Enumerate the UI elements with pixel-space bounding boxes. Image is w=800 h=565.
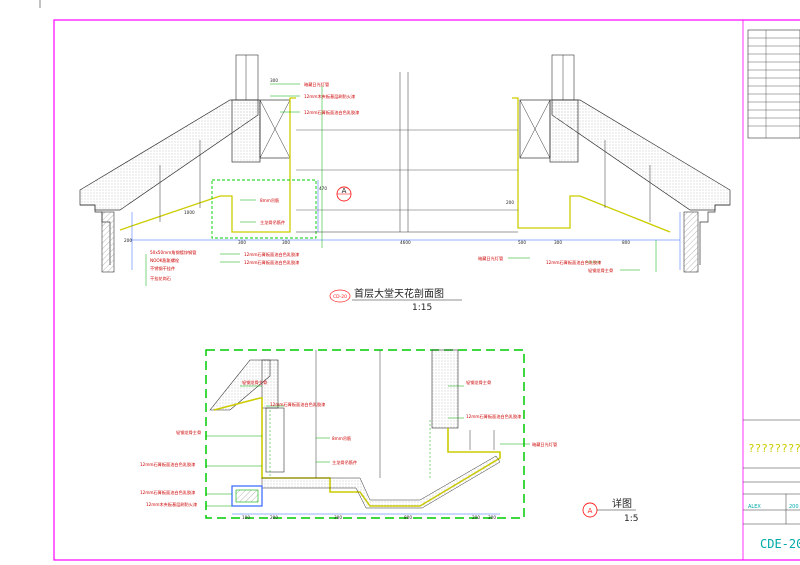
left-roof-slab (79, 99, 259, 211)
dim-main-11: 470 (319, 186, 327, 191)
right-column (549, 99, 579, 163)
detail-frame (205, 349, 525, 519)
detail-right-column (431, 349, 459, 429)
dim-main-1: 300 (270, 78, 278, 83)
right-wall (683, 211, 699, 273)
left-label-5: 主龙骨吊筋件 (260, 219, 285, 226)
dim-main-6: 500 (518, 240, 526, 245)
left-wall (101, 211, 115, 273)
left-wall-label-1: 50x50mm角钢镀锌钢管 (150, 249, 196, 256)
detail-label-group: 轻钢龙骨主骨 12mm石膏板面油白色乳胶漆 8mm吊筋 主龙骨吊筋件 轻钢龙骨主… (140, 379, 557, 508)
dim-main-8: 800 (622, 240, 630, 245)
detail-title: 详图 (612, 497, 632, 510)
dim-detail-1: 100 (242, 515, 250, 520)
dim-detail-2: 200 (270, 515, 278, 520)
dim-detail-5: 200 (472, 515, 480, 520)
right-label-3: 轻钢龙骨主骨 (588, 267, 613, 274)
dim-main-2: 1000 (184, 210, 195, 215)
detail-section: 100 200 300 800 200 300 轻钢龙骨主骨 12mm石膏板面油… (140, 349, 638, 524)
left-label-3: 12mm石膏板面油白色乳胶漆 (304, 109, 359, 116)
main-ref-label: CD-20 (333, 294, 347, 300)
tb-designer: ALEX (748, 504, 761, 510)
sheet-border (53, 19, 800, 561)
dim-main-9: 200 (506, 200, 514, 205)
left-ceiling-profile (119, 97, 296, 233)
section-marker-label: A (342, 187, 347, 195)
detail-label-3: 8mm吊筋 (332, 435, 351, 442)
dim-main-3: 300 (238, 240, 246, 245)
dim-main-4: 300 (282, 240, 290, 245)
detail-label-11: 暗藏日光灯管 (532, 441, 557, 448)
dim-main-7: 300 (554, 240, 562, 245)
tb-revision-rows (748, 37, 800, 127)
left-label-4: 8mm吊筋 (260, 197, 279, 204)
main-scale: 1:15 (412, 303, 432, 313)
tb-revision-table (747, 29, 800, 139)
detail-left-column-body (265, 407, 285, 473)
dim-detail-4: 800 (404, 515, 412, 520)
left-label-6: 12mm石膏板面油白色乳胶漆 (244, 251, 299, 258)
main-section: A 暗藏日光灯管 12mm木夹板基层刷防火漆 12mm石膏板面油白色乳胶漆 8m… (79, 54, 731, 313)
right-beam-brace2 (519, 99, 551, 159)
right-label-2: 12mm石膏板面油白色乳胶漆 (546, 259, 601, 266)
tb-project-name: ???????? (748, 442, 800, 455)
tb-drawing-no: CDE-20 (760, 537, 800, 551)
left-label-1: 暗藏日光灯管 (304, 81, 329, 88)
detail-marker-label: A (588, 507, 593, 515)
detail-label-9: 轻钢龙骨主骨 (466, 379, 491, 386)
left-label-group: 暗藏日光灯管 12mm木夹板基层刷防火漆 12mm石膏板面油白色乳胶漆 8mm吊… (244, 81, 359, 266)
detail-lower-strip (261, 455, 501, 509)
detail-label-5: 轻钢龙骨主骨 (176, 429, 201, 436)
title-block: ???????? ALEX 200 CDE-20 (742, 20, 800, 560)
dim-detail-6: 300 (488, 515, 496, 520)
left-label-2: 12mm木夹板基层刷防火漆 (304, 93, 355, 100)
detail-light-box-inner (235, 489, 259, 503)
left-column-top (235, 54, 259, 101)
dim-detail-3: 300 (334, 515, 342, 520)
left-label-7: 12mm石膏板面油白色乳胶漆 (244, 259, 299, 266)
right-roof-slab (551, 99, 731, 211)
detail-scale: 1:5 (624, 514, 638, 524)
left-wall-label-3: 不锈钢干挂件 (150, 265, 175, 272)
detail-label-6: 12mm石膏板面油白色乳胶漆 (140, 461, 195, 468)
detail-dims: 100 200 300 800 200 300 (242, 515, 496, 520)
left-column (231, 99, 261, 163)
right-ceiling-profile (512, 97, 671, 233)
right-label-1: 暗藏日光灯管 (478, 255, 503, 262)
left-leaders (145, 83, 323, 286)
left-beam-brace2 (259, 99, 291, 159)
left-wall-label-group: 50x50mm角钢镀锌钢管 NOOK膨胀螺栓 不锈钢干挂件 干挂花岗石 (150, 249, 196, 282)
left-wall-label-2: NOOK膨胀螺栓 (150, 257, 180, 264)
left-wall-label-4: 干挂花岗石 (150, 275, 171, 282)
left-detail-callout (211, 179, 317, 239)
detail-label-7: 12mm石膏板面油白色乳胶漆 (140, 489, 195, 496)
dim-main-10: 200 (124, 238, 132, 243)
detail-label-10: 12mm石膏板面油白色乳胶漆 (466, 413, 521, 420)
tb-year: 200 (789, 504, 799, 510)
main-ref-bubble (329, 289, 351, 303)
detail-leaders (206, 385, 530, 507)
right-beam (519, 99, 551, 159)
dim-main-5: 4600 (400, 240, 411, 245)
right-wall-profile (699, 204, 730, 265)
right-label-group: 暗藏日光灯管 12mm石膏板面油白色乳胶漆 轻钢龙骨主骨 (478, 255, 613, 274)
detail-label-2: 12mm石膏板面油白色乳胶漆 (270, 401, 325, 408)
detail-label-1: 轻钢龙骨主骨 (242, 379, 267, 386)
detail-label-4: 主龙骨吊筋件 (332, 459, 357, 466)
detail-light-box (231, 485, 263, 507)
main-title: 首层大堂天花剖面图 (354, 287, 444, 300)
right-leaders (508, 240, 657, 272)
main-dims: 300 1000 300 300 4600 500 300 800 200 20… (124, 78, 630, 245)
detail-label-8: 12mm木夹板基层刷防火漆 (146, 501, 197, 508)
